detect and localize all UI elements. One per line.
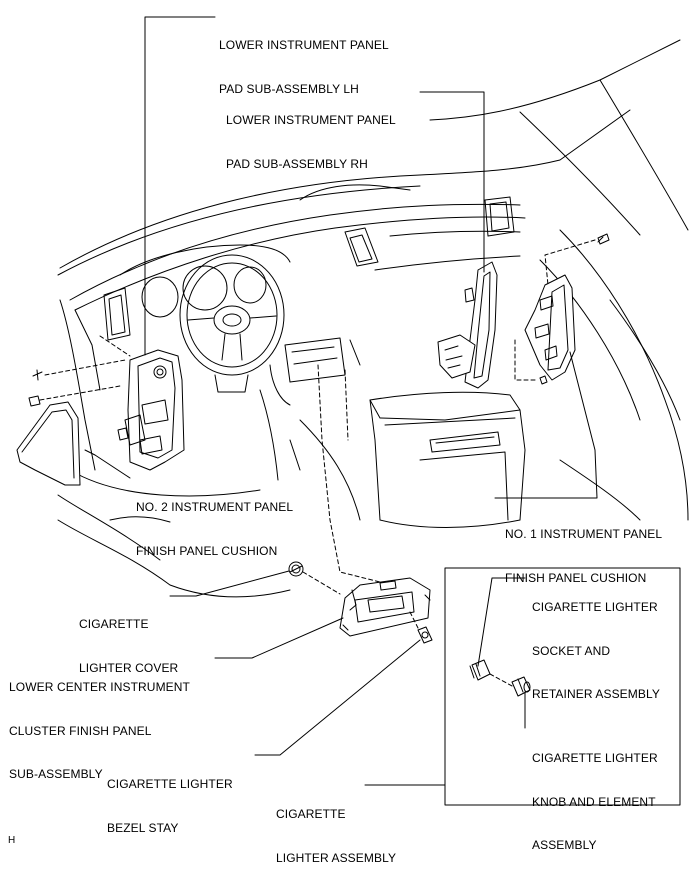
label-no1-cushion: NO. 1 INSTRUMENT PANEL FINISH PANEL CUSH… <box>505 498 662 600</box>
label-line: FINISH PANEL CUSHION <box>505 570 647 585</box>
label-line: RETAINER ASSEMBLY <box>532 687 660 701</box>
label-line: CIGARETTE <box>79 617 149 631</box>
figure-id: H <box>8 835 16 846</box>
knob-element-part <box>511 676 531 697</box>
label-line: CIGARETTE <box>276 807 346 821</box>
label-line: PAD SUB-ASSEMBLY LH <box>219 81 359 96</box>
label-line: CLUSTER FINISH PANEL <box>9 723 152 738</box>
label-line: CIGARETTE LIGHTER <box>532 600 658 614</box>
leader-lines <box>84 16 598 786</box>
label-line: NO. 1 INSTRUMENT PANEL <box>505 527 663 541</box>
lower-pad-rh-part <box>437 261 498 389</box>
label-knob-element: CIGARETTE LIGHTER KNOB AND ELEMENT ASSEM… <box>532 722 658 867</box>
label-line: LOWER CENTER INSTRUMENT <box>9 680 190 694</box>
label-line: CIGARETTE LIGHTER <box>532 751 658 765</box>
label-lower-pad-lh: LOWER INSTRUMENT PANEL PAD SUB-ASSEMBLY … <box>219 9 389 111</box>
label-line: SOCKET AND <box>532 643 611 658</box>
assembly-box <box>444 567 681 806</box>
label-line: BEZEL STAY <box>107 820 179 835</box>
label-bezel-stay: CIGARETTE LIGHTER BEZEL STAY <box>107 748 233 850</box>
lighter-cover-part <box>288 561 304 577</box>
lower-pad-lh-part <box>117 349 185 471</box>
lower-center-panel-part <box>339 577 431 637</box>
label-socket-retainer: CIGARETTE LIGHTER SOCKET AND RETAINER AS… <box>532 571 660 716</box>
label-line: LIGHTER ASSEMBLY <box>276 850 397 865</box>
label-line: LOWER INSTRUMENT PANEL <box>219 38 389 52</box>
no2-cushion-part <box>16 401 81 486</box>
label-line: FINISH PANEL CUSHION <box>136 543 278 558</box>
left-clips <box>28 369 43 407</box>
label-line: KNOB AND ELEMENT <box>532 794 656 809</box>
label-line: LIGHTER COVER <box>79 660 179 675</box>
exploded-parts-diagram <box>16 16 689 806</box>
bezel-stay-part <box>417 626 433 644</box>
label-no2-cushion: NO. 2 INSTRUMENT PANEL FINISH PANEL CUSH… <box>136 471 293 573</box>
car-interior-illustration <box>57 39 689 598</box>
steering-wheel <box>179 254 285 376</box>
label-line: PAD SUB-ASSEMBLY RH <box>226 156 368 171</box>
label-lighter-assembly: CIGARETTE LIGHTER ASSEMBLY <box>276 778 396 880</box>
label-line: SUB-ASSEMBLY <box>9 767 103 781</box>
label-lighter-cover: CIGARETTE LIGHTER COVER <box>79 588 178 690</box>
no1-cushion-part <box>524 274 576 381</box>
label-line: ASSEMBLY <box>532 838 597 852</box>
label-lower-pad-rh: LOWER INSTRUMENT PANEL PAD SUB-ASSEMBLY … <box>226 84 396 186</box>
label-line: NO. 2 INSTRUMENT PANEL <box>136 500 294 514</box>
label-lower-center-panel: LOWER CENTER INSTRUMENT CLUSTER FINISH P… <box>9 651 190 796</box>
label-line: LOWER INSTRUMENT PANEL <box>226 113 396 127</box>
label-line: CIGARETTE LIGHTER <box>107 777 233 791</box>
socket-retainer-part <box>469 659 491 681</box>
